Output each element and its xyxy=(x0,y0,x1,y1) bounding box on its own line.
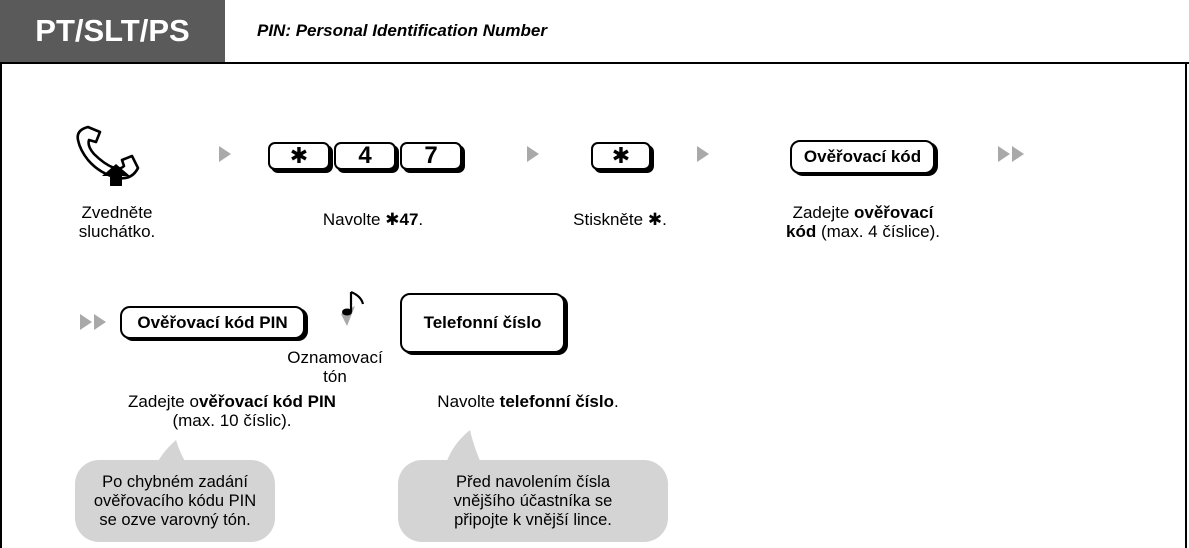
handset-off-hook-icon xyxy=(76,125,140,186)
step-dial-label: Navolte ✱47. xyxy=(322,210,424,229)
phone-label: Navolte telefonní číslo. xyxy=(437,392,619,411)
double-arrow-icon xyxy=(80,314,92,330)
pin-label: Zadejte ověřovací kód PIN (max. 10 čísli… xyxy=(128,392,336,430)
note-external-line: Před navolením čísla vnějšího účastníka … xyxy=(398,460,668,542)
note-warning-tone: Po chybném zadání ověřovacího kódu PIN s… xyxy=(75,460,275,542)
header-tab: PT/SLT/PS xyxy=(0,0,225,62)
step-press-label: Stiskněte ✱. xyxy=(573,210,667,229)
phone-number-box: Telefonní číslo xyxy=(400,293,565,353)
pin-box: Ověřovací kód PIN xyxy=(120,306,305,339)
tone-label: Oznamovací tón xyxy=(287,348,383,386)
double-arrow-icon xyxy=(998,146,1010,162)
header-bar: PT/SLT/PS PIN: Personal Identification N… xyxy=(0,0,1189,64)
double-arrow-icon xyxy=(94,314,106,330)
arrow-icon xyxy=(697,146,709,162)
key-star-single: ✱ xyxy=(591,142,651,170)
double-arrow-icon xyxy=(1012,146,1024,162)
arrow-icon xyxy=(527,146,539,162)
tone-note-icon xyxy=(341,290,365,326)
code-box: Ověřovací kód xyxy=(790,140,935,174)
key-4: 4 xyxy=(334,142,396,170)
key-7: 7 xyxy=(400,142,462,170)
arrow-icon xyxy=(219,146,231,162)
step-code-label: Zadejte ověřovací kód (max. 4 číslice). xyxy=(786,203,940,241)
header-caption: PIN: Personal Identification Number xyxy=(257,21,547,40)
step-lift-label: Zvedněte sluchátko. xyxy=(78,203,156,241)
key-star: ✱ xyxy=(268,142,330,170)
